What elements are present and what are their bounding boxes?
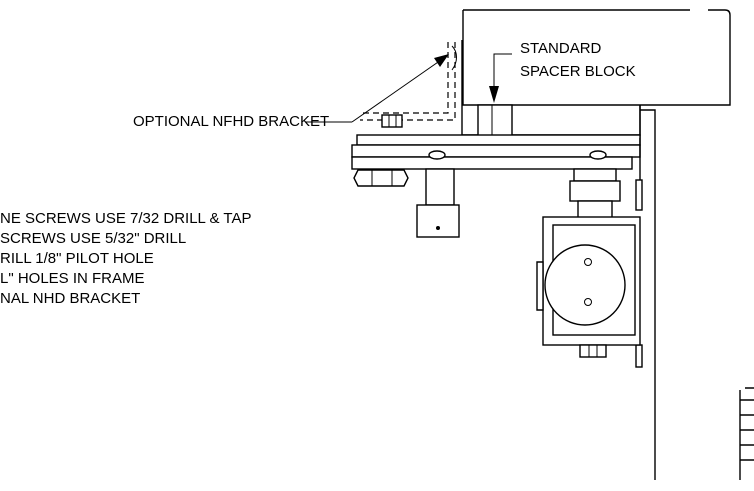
- main-plate-bottom: [351, 156, 633, 170]
- left-nut: [353, 169, 409, 187]
- note-line-5: NAL NHD BRACKET: [0, 290, 141, 307]
- spacer-label-line2: SPACER BLOCK: [520, 63, 636, 80]
- plate-rivet-2: [589, 150, 607, 160]
- post-block: [416, 204, 460, 238]
- bracket-bolt-head: [381, 114, 403, 128]
- frame-tab-1: [635, 179, 643, 211]
- bracket-leader-arrow: [434, 54, 449, 67]
- bottom-nut: [579, 344, 607, 358]
- right-frame-column: [640, 109, 656, 480]
- bracket-label: OPTIONAL NFHD BRACKET: [133, 113, 330, 130]
- note-line-2: SCREWS USE 5/32" DRILL: [0, 230, 187, 247]
- plate-rivet-1: [428, 150, 446, 160]
- bracket-curl: [451, 45, 457, 71]
- spacer-label-line1: STANDARD: [520, 40, 602, 57]
- housing-side-lug: [536, 261, 544, 311]
- spacer-leader-arrow: [489, 86, 499, 103]
- main-plate-top: [356, 134, 641, 146]
- disc-hole-top: [584, 258, 592, 266]
- optional-bracket-outline: [360, 42, 456, 121]
- bracket-leader-line: [351, 59, 442, 123]
- note-line-3: RILL 1/8" PILOT HOLE: [0, 250, 154, 267]
- disc-hole-bottom: [584, 298, 592, 306]
- spacer-block: [477, 104, 513, 138]
- mount-neck-top: [573, 168, 617, 182]
- motor-disc: [544, 244, 626, 326]
- note-line-1: NE SCREWS USE 7/32 DRILL & TAP: [0, 210, 252, 227]
- hanging-post: [425, 168, 455, 206]
- frame-tab-2: [635, 344, 643, 368]
- side-cleats: [739, 387, 754, 480]
- mount-neck: [569, 180, 621, 202]
- post-hole: [436, 226, 440, 230]
- note-line-4: L" HOLES IN FRAME: [0, 270, 145, 287]
- spacer-leader-line: [493, 53, 512, 98]
